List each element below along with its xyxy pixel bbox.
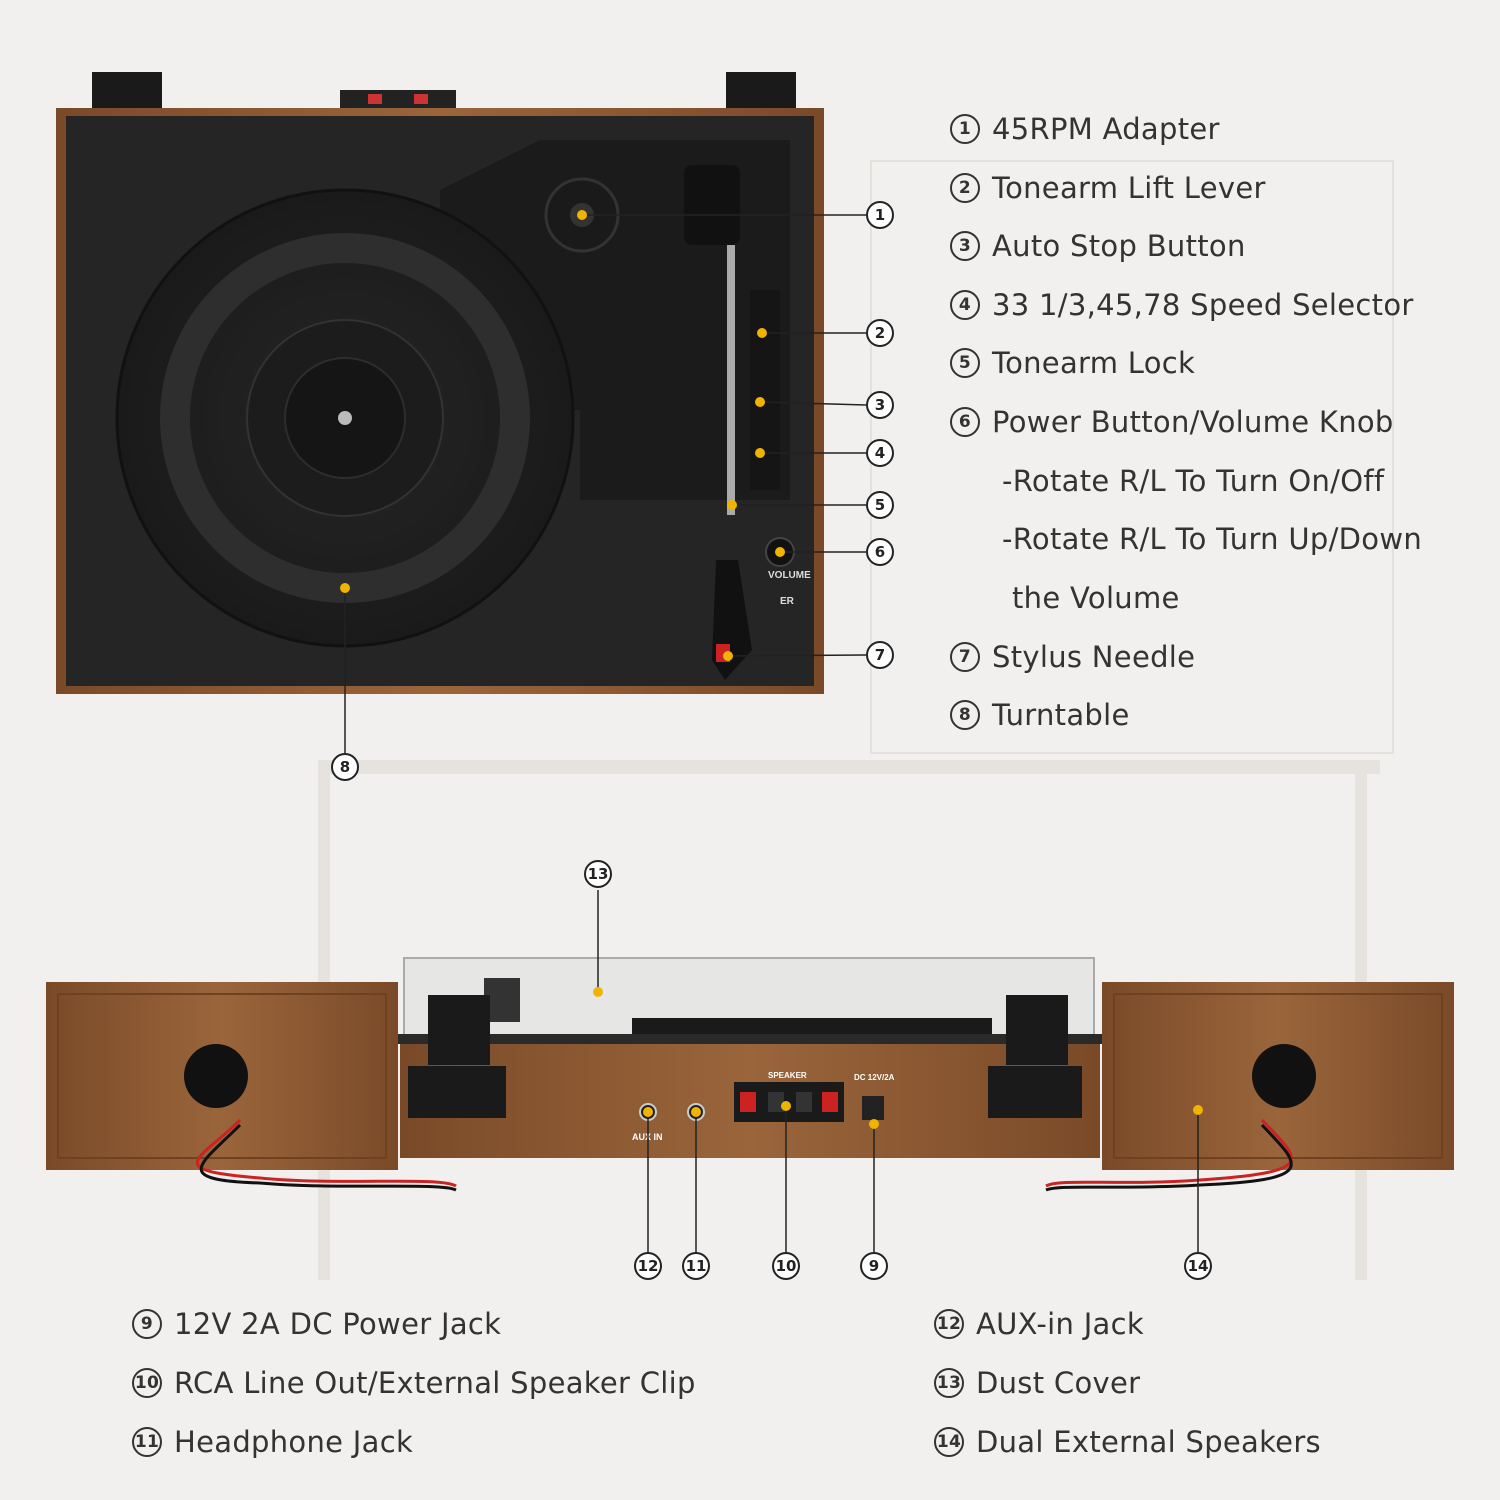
legend-item-12: 12 AUX-in Jack	[934, 1307, 1144, 1341]
callout-9: 9	[860, 1252, 888, 1280]
legend-item-1: 1 45RPM Adapter	[950, 112, 1220, 146]
callout-8: 8	[331, 753, 359, 781]
callout-10: 10	[772, 1252, 800, 1280]
speaker-text: SPEAKER	[768, 1071, 807, 1080]
rear-connector	[340, 90, 456, 108]
callout-14: 14	[1184, 1252, 1212, 1280]
top-callouts	[344, 214, 867, 753]
callout-11: 11	[682, 1252, 710, 1280]
legend-label: 33 1/3,45,78 Speed Selector	[992, 288, 1414, 322]
legend-label: Dual External Speakers	[976, 1425, 1321, 1459]
controls-strip	[750, 290, 780, 490]
legend-item-6: 6 Power Button/Volume Knob	[950, 405, 1394, 439]
legend-label: 45RPM Adapter	[992, 112, 1220, 146]
legend-item-7: 7 Stylus Needle	[950, 640, 1195, 674]
front-hinge-right	[1006, 995, 1068, 1065]
legend-item-14: 14 Dual External Speakers	[934, 1425, 1321, 1459]
front-view-turntable: SPEAKER DC 12V/2A AUX IN	[46, 890, 1454, 1252]
speaker-right-port	[1252, 1044, 1316, 1108]
dc-text: DC 12V/2A	[854, 1073, 895, 1082]
legend-num: 7	[950, 642, 980, 672]
legend-num: 3	[950, 231, 980, 261]
top-view-turntable: VOLUME ER	[56, 72, 867, 753]
callout-2: 2	[866, 319, 894, 347]
callout-12: 12	[634, 1252, 662, 1280]
callout-6: 6	[866, 538, 894, 566]
callout-3: 3	[866, 391, 894, 419]
legend-num: 5	[950, 348, 980, 378]
wire-right	[1045, 1118, 1293, 1188]
legend-num: 10	[132, 1368, 162, 1398]
legend-item-10: 10 RCA Line Out/External Speaker Clip	[132, 1366, 696, 1400]
legend-num: 4	[950, 290, 980, 320]
callout-7: 7	[866, 641, 894, 669]
front-hinge-left	[428, 995, 490, 1065]
legend-item-3: 3 Auto Stop Button	[950, 229, 1246, 263]
legend-num: 12	[934, 1309, 964, 1339]
callout-1: 1	[866, 201, 894, 229]
legend-item-9: 9 12V 2A DC Power Jack	[132, 1307, 501, 1341]
hinge-left	[92, 72, 162, 112]
hinge-right	[726, 72, 796, 112]
legend-num: 13	[934, 1368, 964, 1398]
legend-num: 14	[934, 1427, 964, 1457]
tonearm-head	[684, 165, 740, 245]
legend-num: 1	[950, 114, 980, 144]
bg-shelf	[320, 760, 1380, 774]
legend-label: Stylus Needle	[992, 640, 1196, 674]
legend-label: RCA Line Out/External Speaker Clip	[174, 1366, 696, 1400]
callout-5: 5	[866, 491, 894, 519]
callout-13: 13	[584, 860, 612, 888]
legend-label: Auto Stop Button	[992, 229, 1246, 263]
tonearm-rod	[727, 245, 735, 515]
dc-jack	[862, 1096, 884, 1120]
legend-item-11: 11 Headphone Jack	[132, 1425, 413, 1459]
legend-item-13: 13 Dust Cover	[934, 1366, 1140, 1400]
legend-num: 11	[132, 1427, 162, 1457]
legend-label: Turntable	[992, 698, 1130, 732]
legend-sub-1: -Rotate R/L To Turn On/Off	[1002, 464, 1385, 498]
legend-label: Dust Cover	[976, 1366, 1141, 1400]
wire-left	[195, 1118, 457, 1188]
legend-label: Headphone Jack	[174, 1425, 414, 1459]
legend-sub-3: the Volume	[1012, 581, 1180, 615]
power-text: ER	[780, 596, 795, 607]
legend-label: 12V 2A DC Power Jack	[174, 1307, 502, 1341]
spindle	[338, 411, 352, 425]
legend-num: 6	[950, 407, 980, 437]
speaker-left-port	[184, 1044, 248, 1108]
legend-label: AUX-in Jack	[976, 1307, 1144, 1341]
legend-sub-2: -Rotate R/L To Turn Up/Down	[1002, 522, 1423, 556]
legend-num: 9	[132, 1309, 162, 1339]
volume-text: VOLUME	[768, 570, 811, 581]
top-callout-dots	[340, 210, 785, 661]
legend-item-2: 2 Tonearm Lift Lever	[950, 171, 1266, 205]
legend-num: 8	[950, 700, 980, 730]
callout-4: 4	[866, 439, 894, 467]
legend-item-8: 8 Turntable	[950, 698, 1130, 732]
legend-label: Tonearm Lift Lever	[992, 171, 1266, 205]
legend-num: 2	[950, 173, 980, 203]
legend-label: Power Button/Volume Knob	[992, 405, 1394, 439]
legend-label: Tonearm Lock	[992, 346, 1196, 380]
legend-item-5: 5 Tonearm Lock	[950, 346, 1195, 380]
legend-item-4: 4 33 1/3,45,78 Speed Selector	[950, 288, 1414, 322]
